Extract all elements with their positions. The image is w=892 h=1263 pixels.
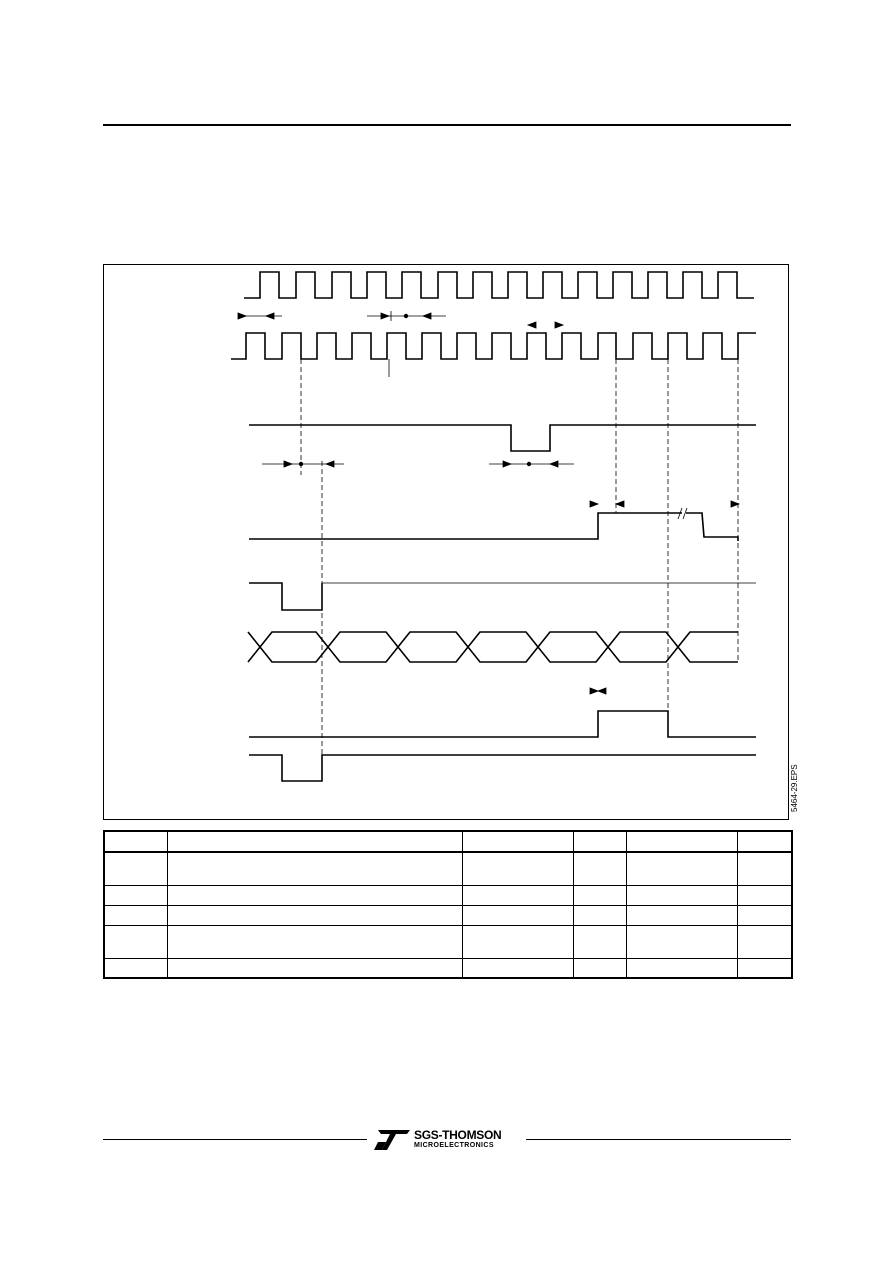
table-cell <box>103 957 168 979</box>
clock-2-waveform <box>231 332 756 360</box>
footer-rule-right <box>526 1139 791 1140</box>
table-cell <box>736 924 793 959</box>
table-cell <box>103 851 168 886</box>
table-cell <box>103 884 168 906</box>
table-cell <box>103 904 168 926</box>
table-cell <box>103 830 168 853</box>
table-cell <box>461 851 574 886</box>
table-cell <box>461 957 574 979</box>
table-cell <box>572 851 627 886</box>
table-cell <box>461 884 574 906</box>
clock-1-waveform <box>244 271 754 299</box>
table-cell <box>736 884 793 906</box>
logo-sub-text: MICROELECTRONICS <box>414 1142 494 1149</box>
table-cell <box>572 884 627 906</box>
header-rule <box>103 124 791 126</box>
table-cell <box>572 830 627 853</box>
table-row <box>103 851 793 886</box>
table-cell <box>625 924 738 959</box>
table-cell <box>625 957 738 979</box>
strobe-1-waveform <box>249 424 756 452</box>
table-cell <box>625 884 738 906</box>
table-row <box>103 957 793 979</box>
table-cell <box>103 924 168 959</box>
figure-code-label: 5464-29.EPS <box>790 764 799 812</box>
table-row <box>103 924 793 959</box>
table-cell <box>166 884 463 906</box>
table-cell <box>461 924 574 959</box>
table-cell <box>736 904 793 926</box>
logo-brand-text: SGS-THOMSON <box>414 1128 502 1142</box>
table-cell <box>572 904 627 926</box>
table-cell <box>625 904 738 926</box>
table-cell <box>166 924 463 959</box>
table-row <box>103 904 793 926</box>
table-cell <box>572 924 627 959</box>
table-cell <box>166 830 463 853</box>
enable-1-waveform <box>249 582 323 611</box>
table-row <box>103 884 793 906</box>
output-pulse-waveform <box>249 710 756 738</box>
table-cell <box>625 830 738 853</box>
footer-rule-left <box>103 1139 367 1140</box>
table-cell <box>736 830 793 853</box>
st-logo-icon <box>374 1130 410 1150</box>
table-cell <box>736 851 793 886</box>
timing-diagram-svg <box>231 271 756 782</box>
table-cell <box>461 830 574 853</box>
table-cell <box>572 957 627 979</box>
sgs-thomson-logo: SGS-THOMSON MICROELECTRONICS <box>374 1128 524 1154</box>
table-cell <box>461 904 574 926</box>
timing-parameter-table <box>103 830 793 979</box>
timing-diagram <box>103 264 789 820</box>
table-cell <box>625 851 738 886</box>
data-bus-waveform <box>247 631 738 663</box>
table-header-row <box>103 830 793 853</box>
table-cell <box>166 904 463 926</box>
enable-2-waveform <box>249 754 756 782</box>
table-cell <box>166 851 463 886</box>
table-cell <box>736 957 793 979</box>
table-cell <box>166 957 463 979</box>
